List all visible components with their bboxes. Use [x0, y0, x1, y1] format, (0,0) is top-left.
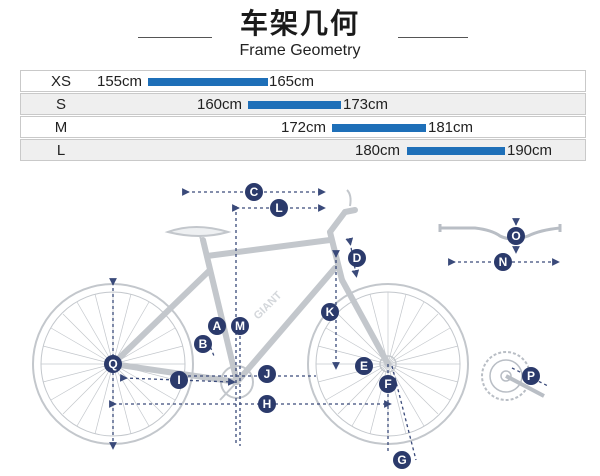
svg-text:N: N	[499, 255, 508, 269]
marker-q: Q	[104, 355, 122, 373]
svg-text:L: L	[275, 201, 282, 215]
size-label: L	[56, 142, 66, 159]
height-range-bar	[407, 147, 505, 155]
marker-o: O	[507, 227, 525, 245]
height-max: 165cm	[269, 73, 315, 90]
marker-f: F	[379, 375, 397, 393]
svg-text:Q: Q	[108, 357, 117, 371]
height-min: 180cm	[355, 142, 401, 159]
size-range-table: XS 155cm 165cm S 160cm 173cm M 172cm 181…	[20, 70, 586, 162]
svg-text:E: E	[360, 359, 368, 373]
marker-b: B	[194, 335, 212, 353]
measurement-markers: C L D K A M B Q I J E F H G O N P	[104, 183, 540, 469]
height-range-bar	[248, 101, 341, 109]
handlebar-view	[438, 224, 562, 241]
height-min: 155cm	[97, 73, 143, 90]
marker-c: C	[245, 183, 263, 201]
svg-text:G: G	[397, 453, 406, 467]
marker-j: J	[258, 365, 276, 383]
title-english: Frame Geometry	[239, 42, 361, 59]
size-row-s: S 160cm 173cm	[20, 93, 586, 115]
title-left-rule	[138, 37, 212, 38]
svg-text:K: K	[326, 305, 335, 319]
size-row-m: M 172cm 181cm	[20, 116, 586, 138]
height-max: 181cm	[428, 119, 474, 136]
marker-p: P	[522, 367, 540, 385]
svg-text:B: B	[199, 337, 208, 351]
svg-text:O: O	[511, 229, 520, 243]
size-label: XS	[50, 73, 71, 90]
size-row-xs: XS 155cm 165cm	[20, 70, 586, 92]
height-max: 173cm	[343, 96, 389, 113]
title-chinese: 车架几何	[239, 7, 360, 40]
svg-text:H: H	[263, 397, 272, 411]
marker-m: M	[231, 317, 249, 335]
marker-h: H	[258, 395, 276, 413]
svg-text:J: J	[264, 367, 271, 381]
marker-e: E	[355, 357, 373, 375]
svg-text:D: D	[353, 251, 362, 265]
marker-i: I	[170, 371, 188, 389]
size-label: M	[54, 119, 68, 136]
svg-text:F: F	[384, 377, 391, 391]
geometry-diagram: GIANT C L D K A M B	[32, 183, 562, 469]
height-range-bar	[332, 124, 426, 132]
bike-parts	[164, 189, 352, 401]
height-max: 190cm	[507, 142, 553, 159]
marker-g: G	[393, 451, 411, 469]
frame-brand-text: GIANT	[252, 289, 285, 322]
svg-text:A: A	[213, 319, 222, 333]
marker-l: L	[270, 199, 288, 217]
marker-k: K	[321, 303, 339, 321]
height-range-bar	[148, 78, 268, 86]
svg-text:M: M	[235, 319, 245, 333]
svg-text:P: P	[527, 369, 535, 383]
size-label: S	[55, 96, 66, 113]
marker-n: N	[494, 253, 512, 271]
marker-d: D	[348, 249, 366, 267]
title-right-rule	[398, 37, 468, 38]
svg-text:I: I	[177, 373, 180, 387]
front-wheel	[307, 283, 469, 445]
svg-text:C: C	[250, 185, 259, 199]
height-min: 172cm	[281, 119, 327, 136]
size-row-l: L 180cm 190cm	[20, 139, 586, 161]
marker-a: A	[208, 317, 226, 335]
height-min: 160cm	[197, 96, 243, 113]
